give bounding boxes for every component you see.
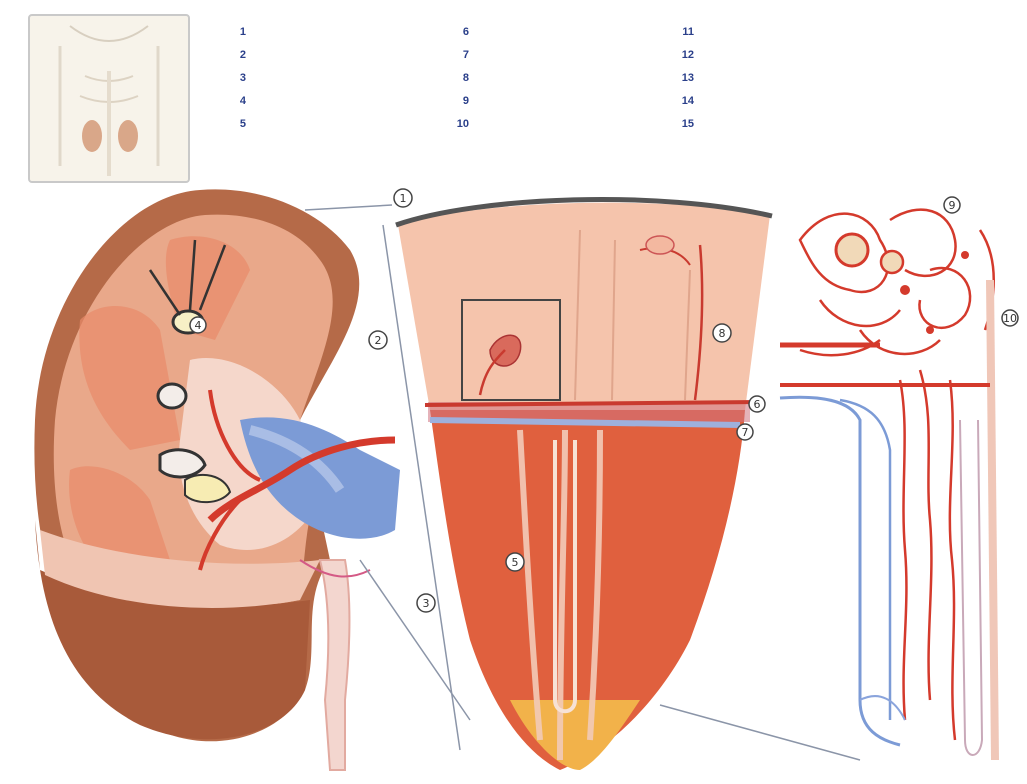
callout-2: 2	[369, 331, 387, 349]
vessel-node	[926, 326, 934, 334]
kidney-section	[34, 189, 400, 770]
svg-text:10: 10	[1003, 312, 1017, 325]
callout-6: 6	[749, 396, 765, 412]
minor-calyx	[158, 384, 186, 408]
nephron-detail	[780, 210, 995, 760]
minor-calyx	[160, 450, 205, 477]
svg-text:8: 8	[719, 327, 726, 340]
callout-5: 5	[506, 553, 524, 571]
cortex-region	[398, 203, 770, 410]
loop-of-henle	[960, 420, 982, 755]
vasa-recta-vein	[840, 400, 890, 720]
svg-text:5: 5	[512, 556, 519, 569]
svg-text:9: 9	[949, 199, 956, 212]
cortical-glomerulus	[646, 236, 674, 254]
svg-text:4: 4	[195, 319, 202, 332]
callout-3: 3	[417, 594, 435, 612]
svg-text:2: 2	[375, 334, 382, 347]
svg-text:6: 6	[754, 398, 761, 411]
vessel-node	[900, 285, 910, 295]
svg-text:1: 1	[400, 192, 407, 205]
ureter	[320, 560, 350, 770]
vasa-recta-loop	[860, 696, 905, 720]
svg-text:7: 7	[742, 426, 749, 439]
callout-9: 9	[944, 197, 960, 213]
callout-4: 4	[190, 317, 206, 333]
glomerulus	[836, 234, 868, 266]
svg-text:3: 3	[423, 597, 430, 610]
callout-7: 7	[737, 424, 753, 440]
renal-lobe-wedge	[396, 199, 772, 770]
callout-1: 1	[394, 189, 412, 207]
callout-8: 8	[713, 324, 731, 342]
vasa-recta-vein	[780, 397, 900, 745]
collecting-duct	[990, 280, 995, 760]
callout-10: 10	[1002, 310, 1018, 326]
vessel-node	[961, 251, 969, 259]
glomerulus	[881, 251, 903, 273]
